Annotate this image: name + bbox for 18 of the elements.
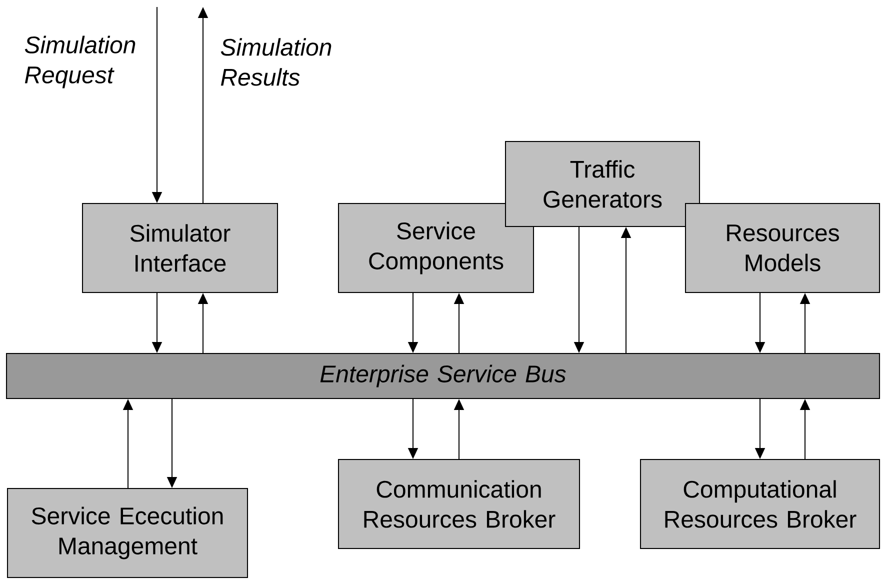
process-box [685,203,880,293]
edge-label: Simulation Request [24,36,136,88]
box-label: Enterprise Service Bus [320,364,566,388]
box-label: Communication Resources Broker [364,480,556,528]
process-box [338,203,534,293]
box-label: Service Components [369,222,504,274]
process-box [7,488,248,578]
edge-label: Simulation Results [220,38,332,86]
box-label: Resources Models [727,224,839,272]
box-label: Traffic Generators [544,160,662,208]
box-label: Simulator Interface [130,224,230,272]
process-box [338,459,580,549]
process-box [505,141,700,227]
process-box [640,459,880,549]
box-label: Service Ececution Management [32,506,223,560]
bus-bar [6,353,880,399]
box-label: Computational Resources Broker [665,480,856,528]
process-box [82,203,278,293]
